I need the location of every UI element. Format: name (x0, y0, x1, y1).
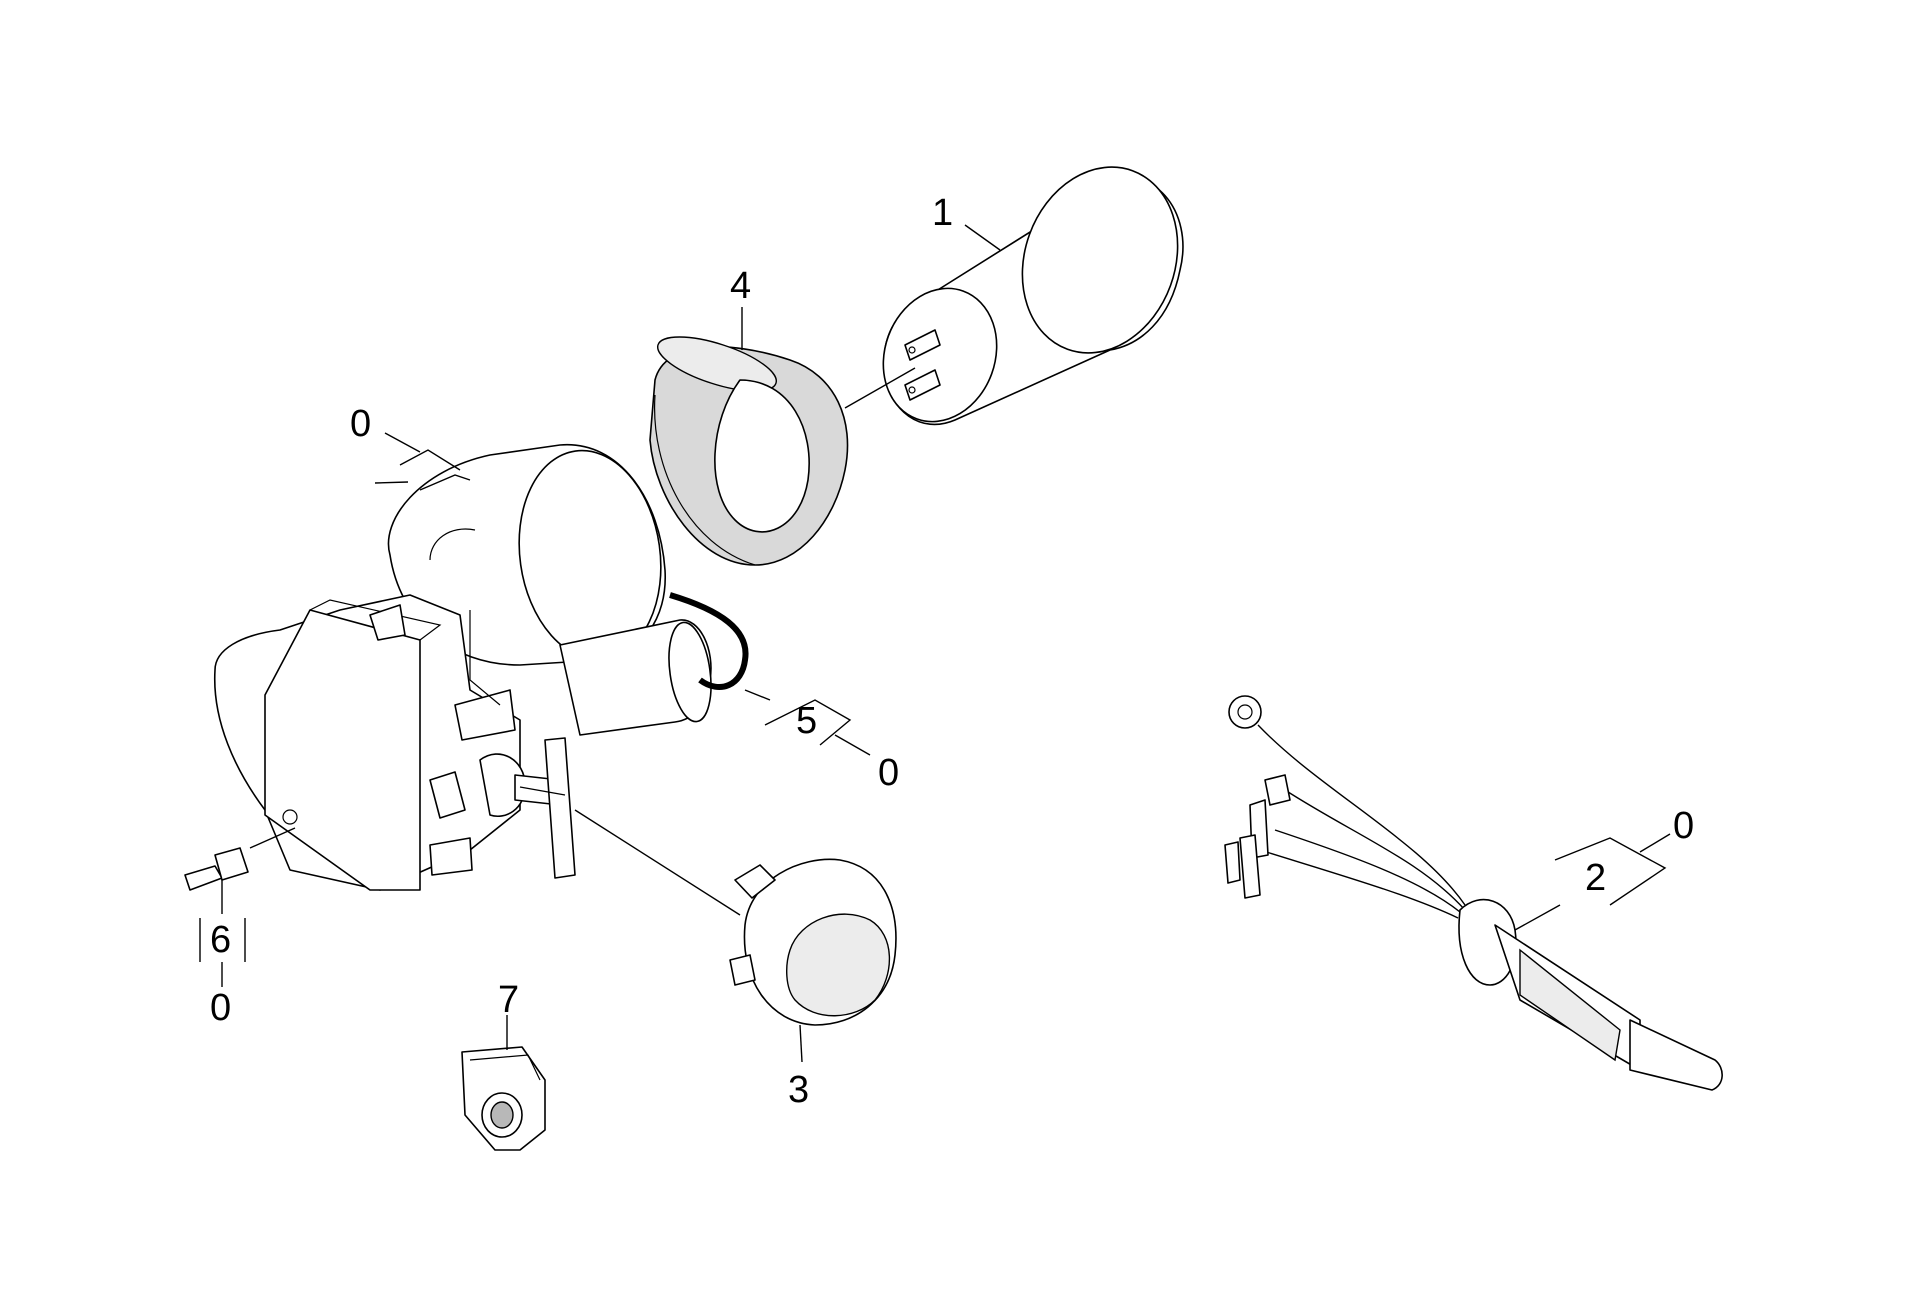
callout-2: 2 (1585, 857, 1606, 899)
part-4-sleeve-ring (649, 307, 849, 566)
callout-brackets (199, 432, 1671, 987)
motor-housing-assembly (213, 444, 749, 916)
part-2-cable-assembly (1224, 695, 1723, 1091)
callout-3: 3 (788, 1069, 809, 1111)
part-3-knob (729, 858, 897, 1063)
callout-4: 4 (730, 265, 751, 307)
part-6-nozzle (184, 827, 296, 914)
callout-5: 5 (796, 700, 817, 742)
callout-1: 1 (932, 192, 953, 234)
callout-6: 6 (210, 919, 231, 961)
part-1-capacitor (844, 166, 1184, 426)
callout-0-motor: 0 (350, 403, 371, 445)
callout-0-6: 0 (210, 987, 231, 1029)
part-7-gasket (461, 1015, 546, 1151)
callout-0-5: 0 (878, 752, 899, 794)
callout-0-2: 0 (1673, 805, 1694, 847)
callout-7: 7 (498, 979, 519, 1021)
